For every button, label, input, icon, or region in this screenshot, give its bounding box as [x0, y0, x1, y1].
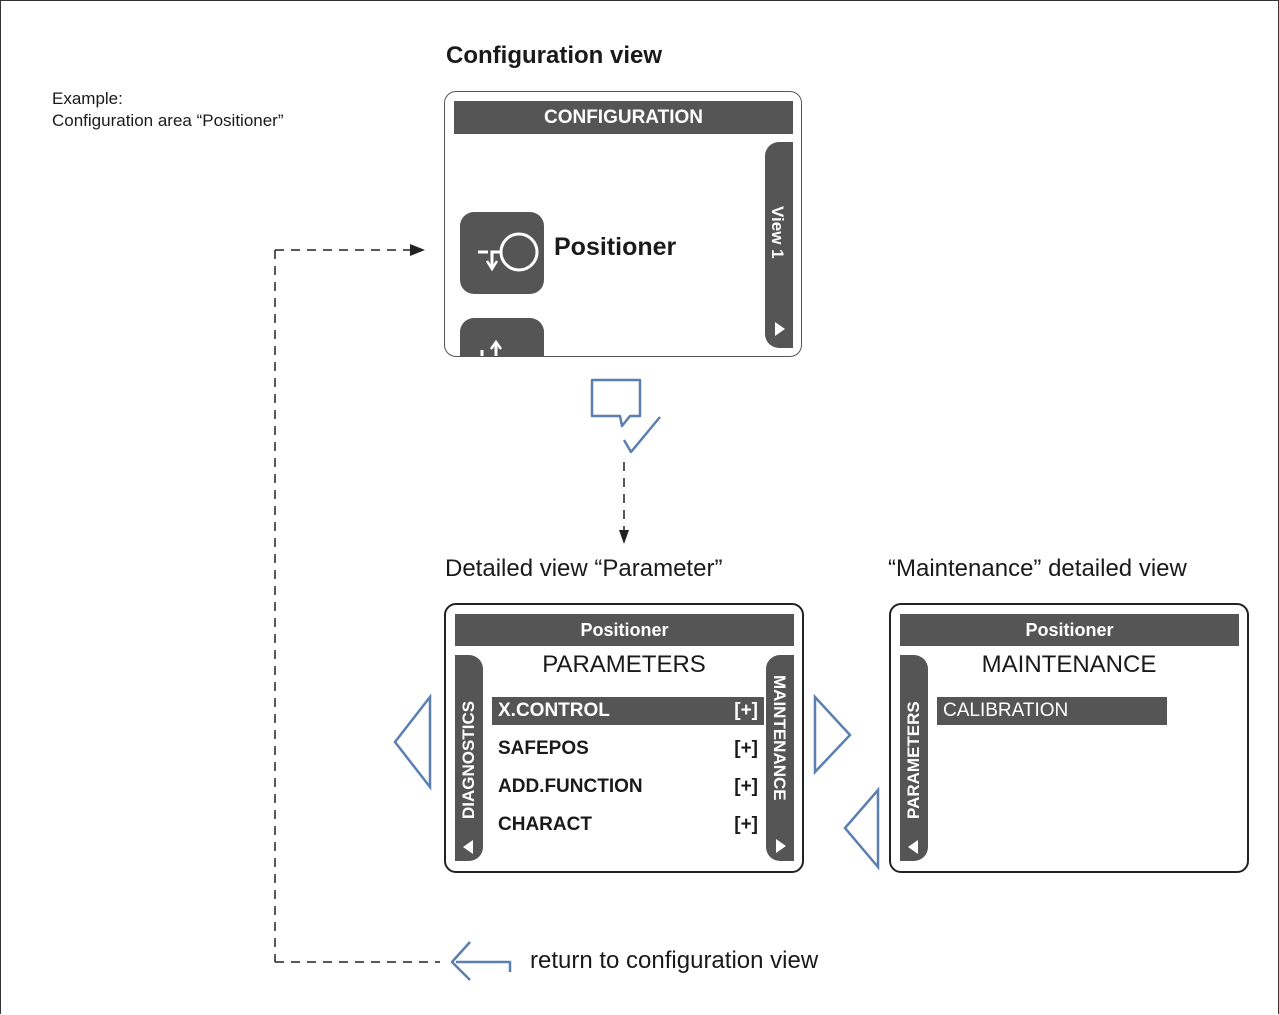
maintenance-caption: “Maintenance” detailed view [888, 555, 1187, 582]
maintenance-tab[interactable]: MAINTENANCE [766, 655, 794, 861]
parameters-tab[interactable]: PARAMETERS [900, 655, 928, 861]
nav-back-icon [843, 786, 880, 871]
configuration-screen: CONFIGURATION Positioner View 1 [444, 91, 802, 357]
maintenance-row[interactable]: CALIBRATION [937, 697, 1167, 725]
row-expand-badge: [+] [734, 700, 758, 721]
parameter-row[interactable]: X.CONTROL [+] [492, 697, 764, 725]
next-tile-icon [480, 339, 503, 356]
maintenance-arrow-icon [776, 839, 786, 853]
configuration-title: CONFIGURATION [454, 101, 793, 134]
nav-right-icon [813, 693, 852, 776]
parameter-row[interactable]: CHARACT [+] [492, 811, 764, 839]
positioner-label: Positioner [554, 233, 677, 261]
row-expand-badge: [+] [734, 738, 758, 759]
nav-left-icon [393, 693, 432, 791]
confirm-arrowhead [619, 530, 629, 544]
row-label: SAFEPOS [498, 738, 589, 759]
parameter-screen-title: Positioner [455, 614, 794, 646]
maintenance-heading: MAINTENANCE [981, 651, 1157, 678]
row-label: X.CONTROL [498, 700, 610, 721]
parameters-tab-label: PARAMETERS [904, 701, 923, 819]
config-view-heading: Configuration view [446, 42, 662, 69]
return-label: return to configuration view [530, 947, 819, 974]
view-tab[interactable]: View 1 [765, 142, 793, 348]
parameter-row[interactable]: ADD.FUNCTION [+] [492, 773, 764, 801]
row-label: CALIBRATION [943, 700, 1069, 721]
row-label: ADD.FUNCTION [498, 776, 643, 797]
return-arrowhead [410, 244, 425, 256]
row-expand-badge: [+] [734, 776, 758, 797]
view-tab-arrow-icon [775, 322, 785, 336]
parameter-row[interactable]: SAFEPOS [+] [492, 735, 764, 763]
parameters-heading: PARAMETERS [542, 651, 706, 678]
positioner-icon [478, 232, 539, 272]
parameter-caption: Detailed view “Parameter” [445, 555, 723, 582]
next-tile-partial[interactable] [460, 318, 544, 356]
maintenance-screen-title: Positioner [900, 614, 1239, 646]
maintenance-tab-label: MAINTENANCE [770, 675, 789, 801]
diagnostics-arrow-icon [463, 840, 473, 854]
positioner-tile[interactable] [460, 212, 544, 294]
maintenance-screen: Positioner MAINTENANCE PARAMETERS CALIBR… [889, 603, 1249, 873]
view-tab-label: View 1 [768, 206, 787, 259]
parameters-arrow-icon [908, 840, 918, 854]
confirm-icon [590, 378, 661, 454]
row-label: CHARACT [498, 814, 592, 835]
parameter-screen: Positioner PARAMETERS DIAGNOSTICS MAINTE… [444, 603, 804, 873]
diagnostics-tab[interactable]: DIAGNOSTICS [455, 655, 483, 861]
row-expand-badge: [+] [734, 814, 758, 835]
diagnostics-tab-label: DIAGNOSTICS [459, 700, 478, 819]
example-label: Example: [52, 89, 123, 108]
return-icon [450, 941, 512, 981]
example-text: Configuration area “Positioner” [52, 111, 284, 130]
